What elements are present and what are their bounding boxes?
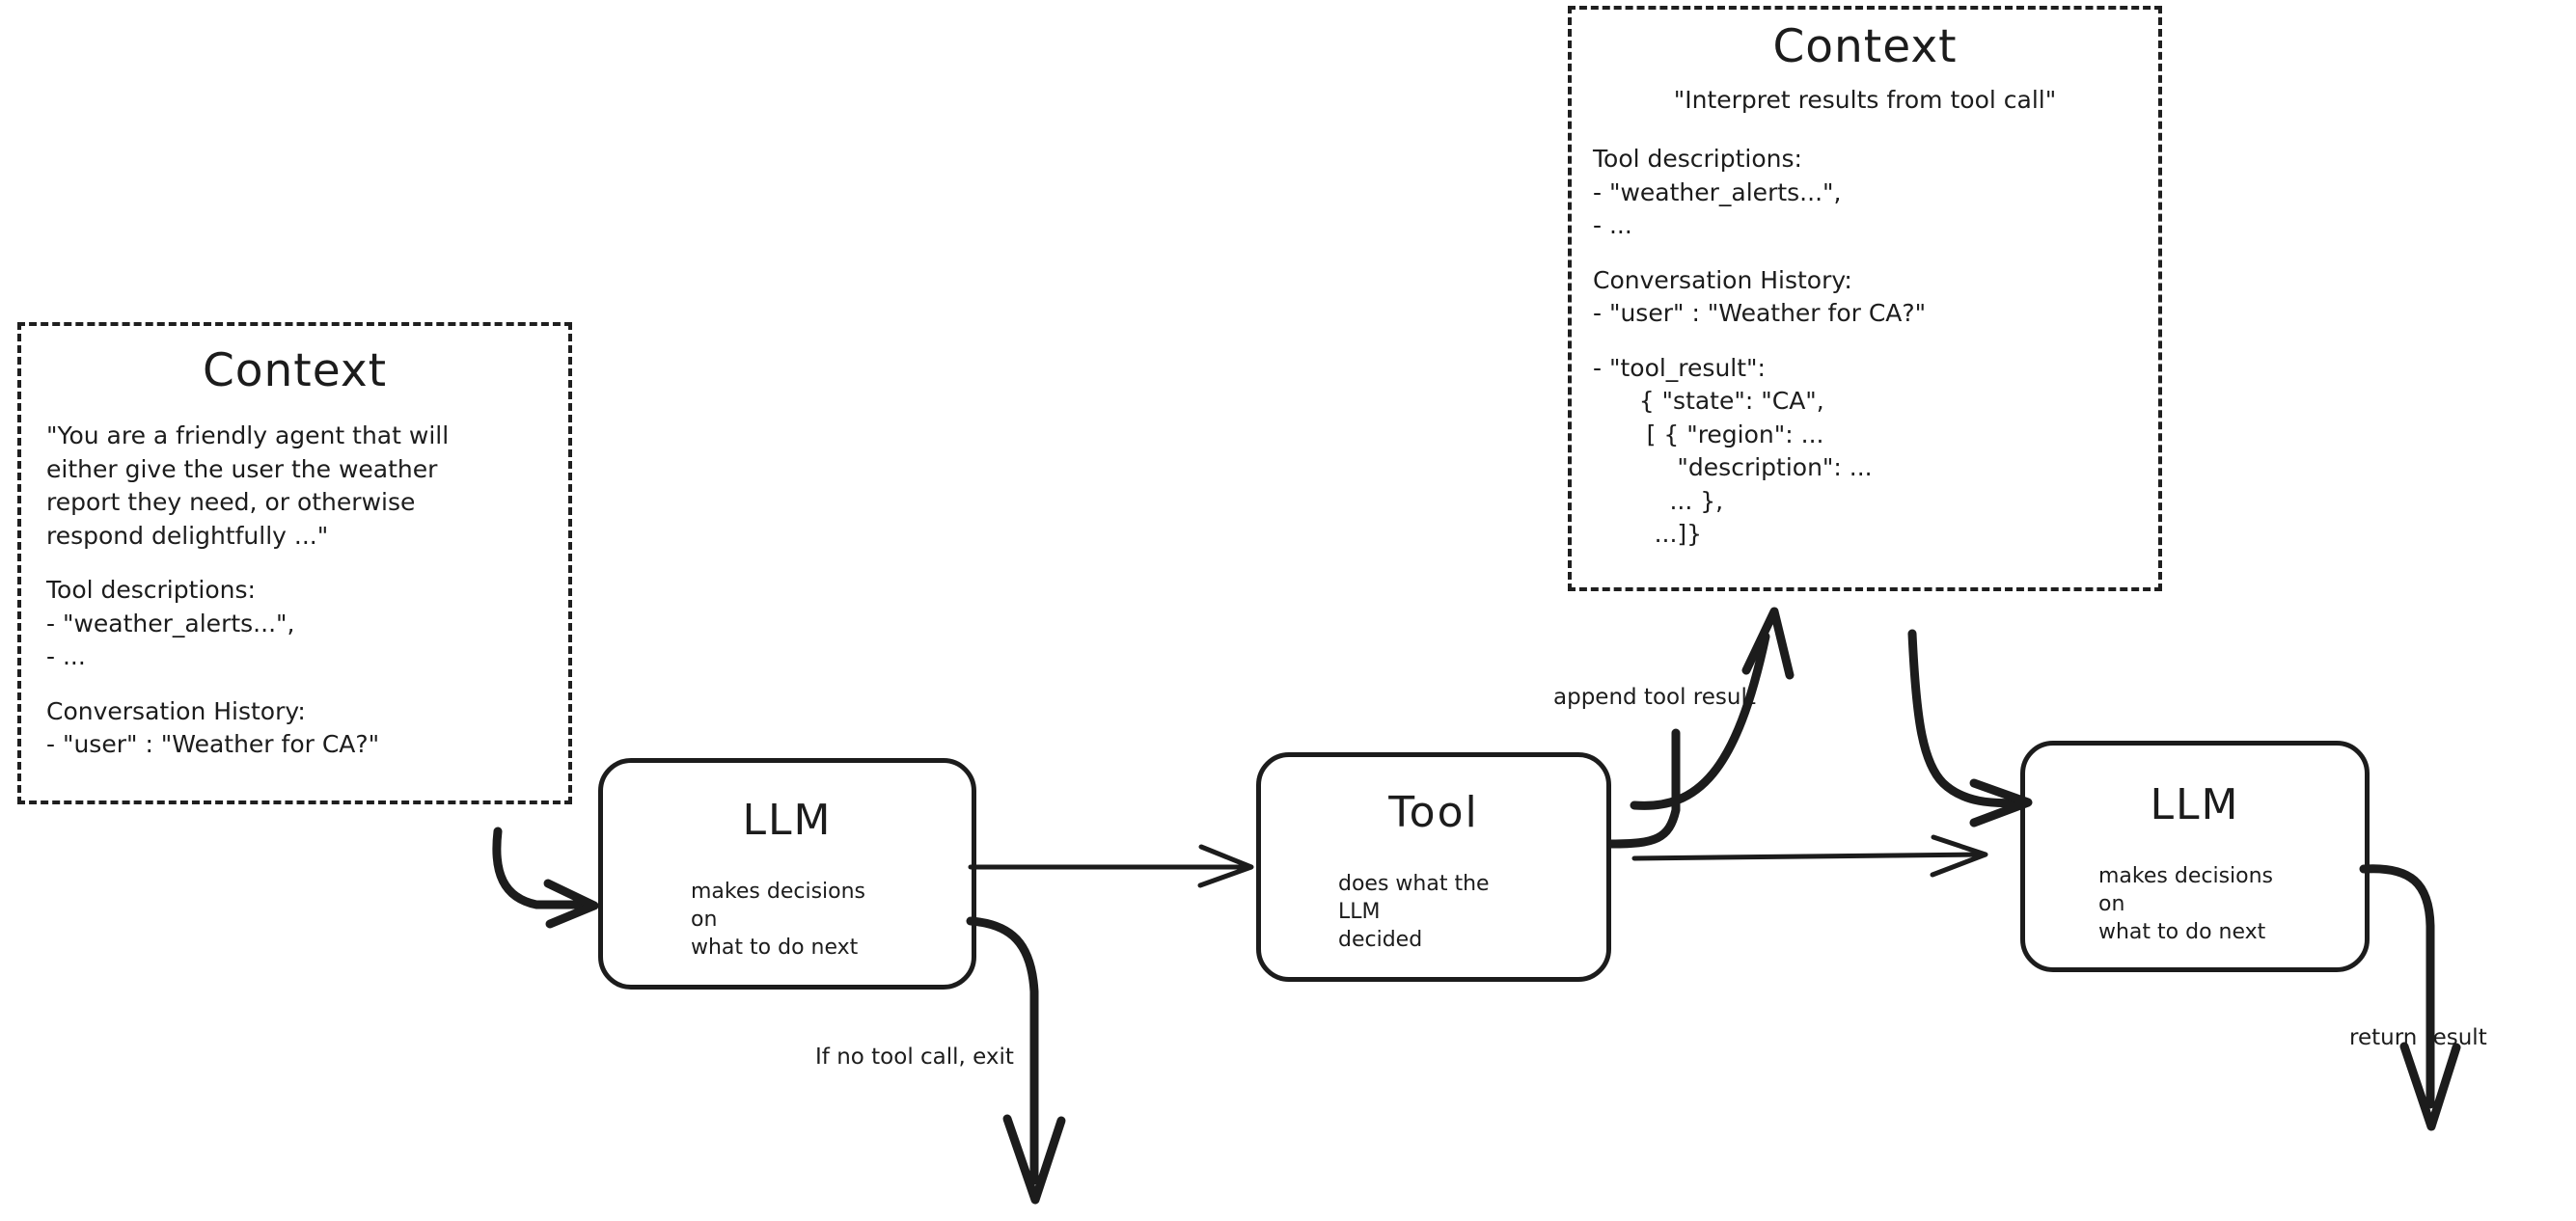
arrow-tool-to-context-right	[1606, 607, 1795, 849]
arrow-llm-first-to-tool	[968, 844, 1254, 888]
node-tool-title: Tool	[1388, 788, 1479, 837]
context-left-tool-descriptions: Tool descriptions: - "weather_alerts..."…	[46, 576, 295, 671]
node-llm-first-title: LLM	[742, 796, 833, 845]
node-llm-second-title: LLM	[2150, 780, 2240, 829]
context-right-tool-descriptions: Tool descriptions: - "weather_alerts..."…	[1593, 145, 1842, 240]
context-left-title: Context	[202, 344, 388, 397]
context-left-conversation-history: Conversation History: - "user" : "Weathe…	[46, 696, 380, 759]
edge-label-if-no-tool-call-exit: If no tool call, exit	[815, 1045, 1014, 1070]
edge-label-return-result: return result	[2349, 1025, 2487, 1050]
arrow-llm-second-return-result	[2359, 864, 2461, 1131]
context-right-body: "Interpret results from tool call" Tool …	[1572, 86, 2158, 552]
context-right-title: Context	[1772, 20, 1958, 73]
context-right-instruction: "Interpret results from tool call"	[1673, 86, 2057, 115]
context-left-system-prompt: "You are a friendly agent that will eith…	[46, 421, 450, 550]
context-box-right: Context "Interpret results from tool cal…	[1568, 6, 2162, 591]
arrow-tool-to-llm-second	[1631, 834, 1988, 878]
node-llm-second[interactable]: LLM makes decisions on what to do next	[2020, 741, 2370, 972]
edge-label-append-tool-result: append tool result	[1553, 685, 1756, 710]
context-left-body: "You are a friendly agent that will eith…	[21, 420, 568, 762]
context-right-tool-result: - "tool_result": { "state": "CA", [ { "r…	[1593, 353, 1873, 549]
node-tool-subtitle: does what the LLM decided	[1338, 872, 1490, 953]
context-right-conversation-history: Conversation History: - "user" : "Weathe…	[1593, 265, 1927, 328]
node-llm-first-subtitle: makes decisions on what to do next	[691, 880, 866, 961]
arrow-context-left-to-llm-first	[492, 827, 599, 929]
context-box-left: Context "You are a friendly agent that w…	[17, 322, 572, 804]
node-tool[interactable]: Tool does what the LLM decided	[1256, 752, 1611, 982]
node-llm-second-subtitle: makes decisions on what to do next	[2098, 864, 2274, 945]
arrow-context-right-to-llm-second	[1907, 629, 2033, 828]
node-llm-first[interactable]: LLM makes decisions on what to do next	[598, 758, 976, 990]
